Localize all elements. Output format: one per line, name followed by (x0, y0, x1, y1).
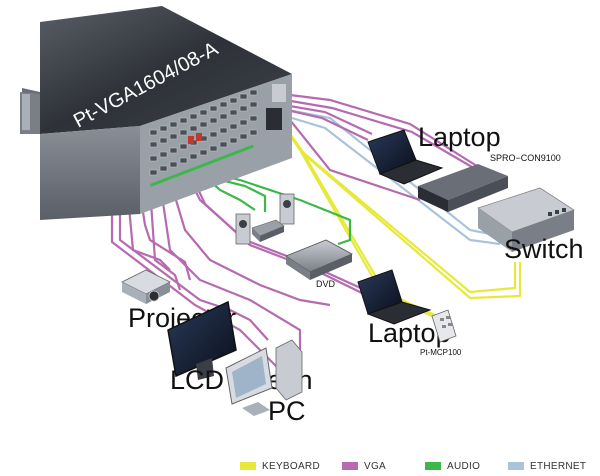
legend-label-ethernet: ETHERNET (530, 460, 587, 472)
legend-label-keyboard: KEYBOARD (262, 460, 320, 472)
ethernet-port (272, 84, 286, 102)
legend-swatch-ethernet (508, 462, 524, 470)
power-socket (266, 108, 282, 130)
status-led-red (188, 136, 194, 144)
dvd-player (285, 239, 353, 280)
projector (121, 269, 171, 304)
matrix-switcher: Pt-VGA1604/08-A (20, 6, 292, 220)
switch-label: Switch (504, 234, 584, 264)
laptop-top (367, 129, 444, 185)
legend-item-vga: VGA (342, 460, 386, 472)
dvd-label: DVD (316, 279, 336, 289)
terminal-strip (150, 144, 254, 187)
legend-label-vga: VGA (364, 460, 387, 472)
lcd-screen (167, 300, 237, 380)
legend-swatch-vga (342, 462, 358, 470)
spro-label: SPRO−CON9100 (490, 153, 561, 163)
spro-con9100-device (418, 164, 508, 212)
rear-ports (149, 89, 258, 176)
status-led-red (196, 133, 202, 141)
legend-item-audio: AUDIO (425, 460, 480, 472)
pc-workstation (225, 339, 303, 416)
legend-label-audio: AUDIO (447, 460, 481, 472)
audio-system (235, 193, 295, 245)
legend-item-keyboard: KEYBOARD (240, 460, 320, 472)
pc-label: PC (268, 396, 306, 426)
laptop-top-label: Laptop (418, 122, 501, 152)
legend-swatch-audio (425, 462, 441, 470)
network-switch (477, 187, 575, 252)
legend-swatch-keyboard (240, 462, 256, 470)
laptop-bottom (357, 269, 432, 325)
mcp100-keypad (431, 309, 457, 343)
cable-legend: KEYBOARD VGA AUDIO ETHERNET (0, 456, 600, 476)
legend-item-ethernet: ETHERNET (508, 460, 586, 472)
mcp-label: Pt-MCP100 (420, 348, 462, 357)
